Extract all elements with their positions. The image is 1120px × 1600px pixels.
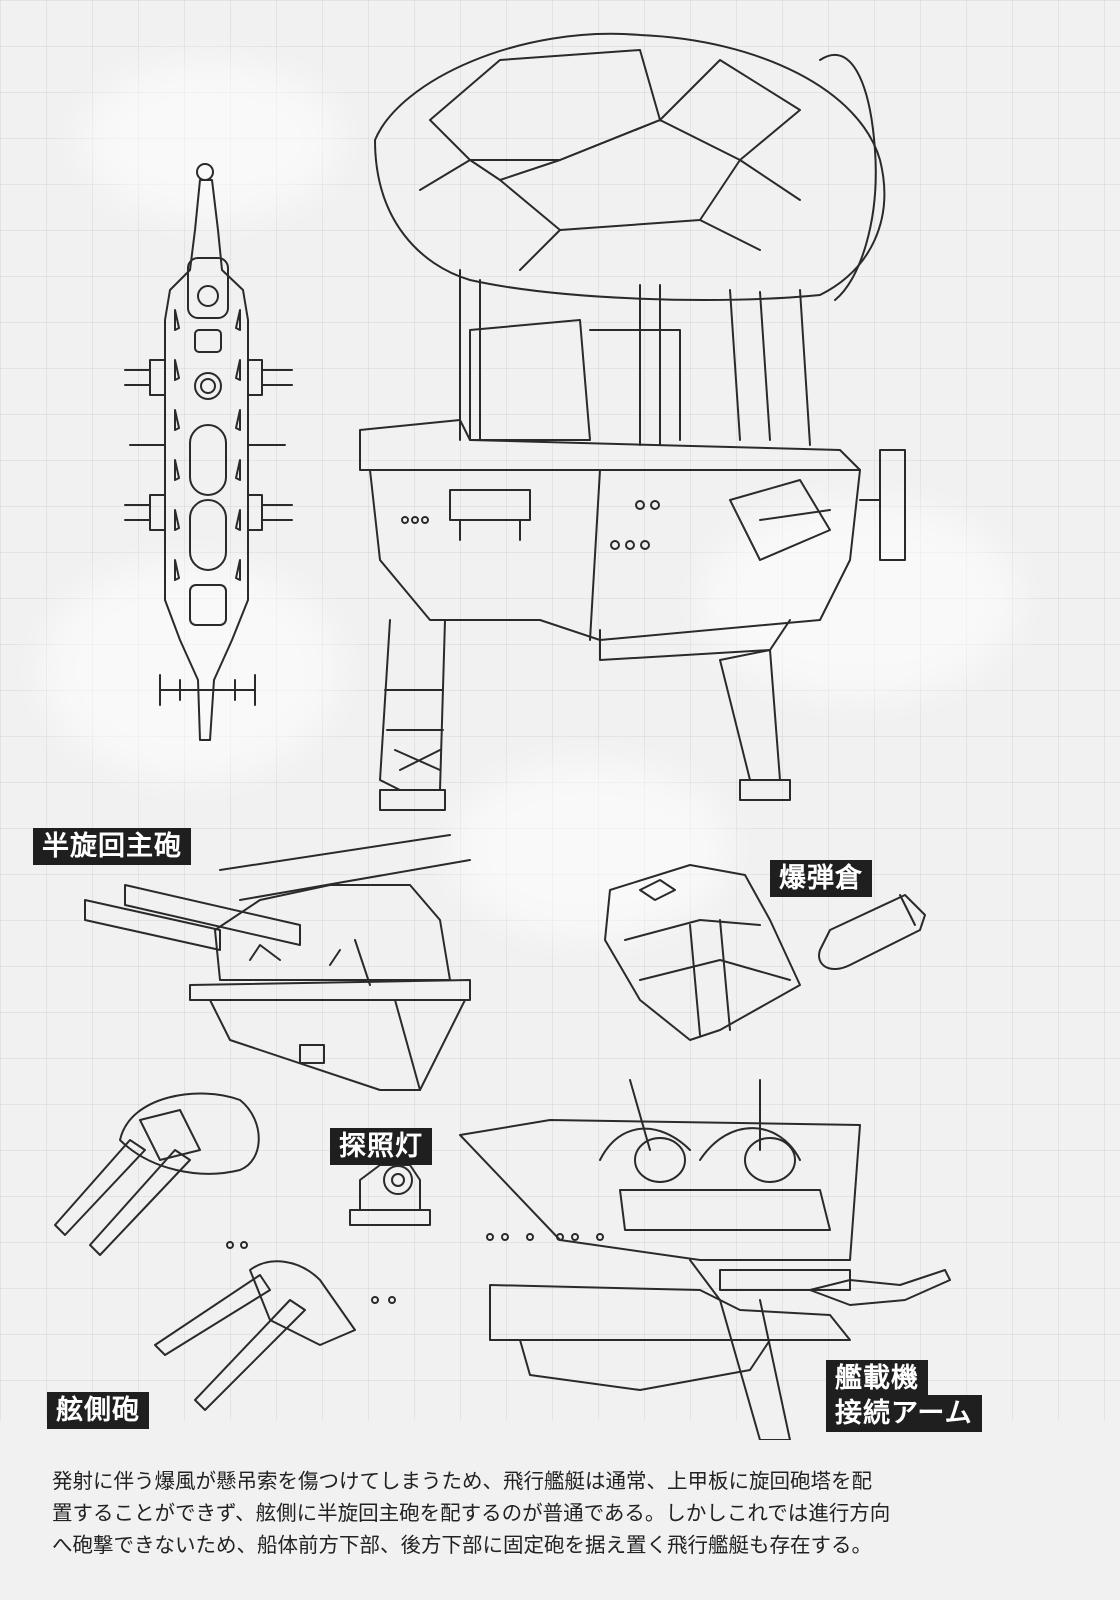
side-gun-sketch bbox=[54, 1092, 396, 1411]
background-cloud bbox=[80, 60, 340, 220]
airship-top-view-sketch bbox=[124, 163, 293, 741]
hull-underside-sketch bbox=[459, 1079, 951, 1440]
label-main-gun: 半旋回主砲 bbox=[33, 828, 191, 866]
caption-line: 発射に伴う爆風が懸吊索を傷つけてしまうため、飛行艦艇は通常、上甲板に旋回砲塔を配 bbox=[52, 1469, 872, 1493]
main-gun-sketch bbox=[84, 834, 471, 1091]
label-carrier-arm-line2: 接続アーム bbox=[826, 1395, 982, 1433]
sketch-drawings bbox=[54, 32, 951, 1440]
label-carrier-arm-line1: 艦載機 bbox=[826, 1360, 928, 1398]
searchlight-sketch bbox=[349, 1164, 431, 1226]
label-side-gun: 舷側砲 bbox=[47, 1392, 149, 1430]
caption-line: 置することができず、舷側に半旋回主砲を配するのが普通である。しかしこれでは進行方… bbox=[52, 1501, 891, 1525]
label-searchlight: 探照灯 bbox=[330, 1128, 432, 1166]
bomb-bay-sketch bbox=[604, 864, 926, 1041]
label-bomb-bay: 爆弾倉 bbox=[770, 860, 872, 898]
background-cloud bbox=[700, 500, 1020, 700]
caption-line: へ砲撃できないため、船体前方下部、後方下部に固定砲を据え置く飛行艦艇も存在する。 bbox=[52, 1533, 872, 1557]
background-cloud bbox=[450, 760, 730, 940]
description-caption: 発射に伴う爆風が懸吊索を傷つけてしまうため、飛行艦艇は通常、上甲板に旋回砲塔を配… bbox=[52, 1465, 1082, 1561]
airship-perspective-sketch bbox=[359, 32, 906, 811]
